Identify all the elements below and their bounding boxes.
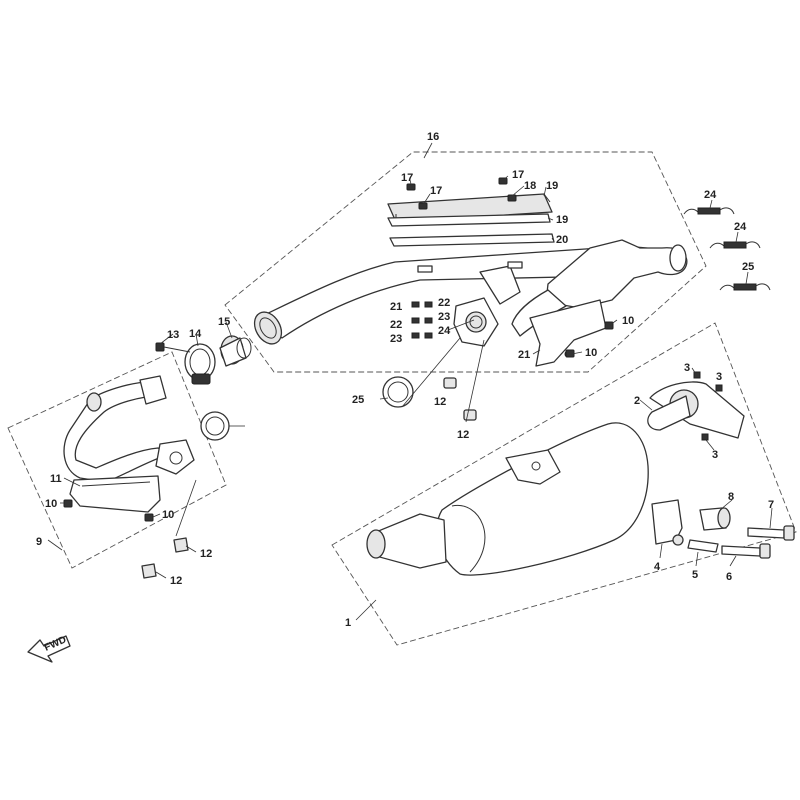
- callout-17: 17: [512, 169, 524, 181]
- leader-lines: [47, 142, 773, 621]
- callout-8: 8: [728, 491, 734, 503]
- end-cap-2: [647, 381, 745, 439]
- screw-3-icon: [701, 433, 709, 441]
- callout-17: 17: [430, 185, 442, 197]
- bolt-6-icon: [721, 543, 771, 559]
- clamp-14: [184, 343, 216, 385]
- callout-19: 19: [556, 214, 568, 226]
- callout-13: 13: [167, 329, 179, 341]
- callout-4: 4: [654, 561, 661, 573]
- heat-shield-19a: [387, 213, 551, 227]
- callout-18: 19: [546, 180, 558, 192]
- callout-24: 24: [734, 221, 747, 233]
- callout-10: 10: [45, 498, 57, 510]
- callout-20: 21: [518, 349, 530, 361]
- callout-21: 22: [438, 297, 450, 309]
- callout-6: 6: [726, 571, 732, 583]
- callout-9: 9: [36, 536, 42, 548]
- callout-12: 12: [457, 429, 469, 441]
- heat-shield-11: [69, 475, 161, 513]
- gasket-25: [382, 376, 414, 408]
- callout-7: 7: [768, 499, 774, 511]
- group-1-boundary: [331, 322, 797, 646]
- bracket-4: [651, 499, 684, 546]
- callout-17: 18: [524, 180, 536, 192]
- bushing-8: [699, 507, 731, 531]
- screw-3-icon: [715, 384, 723, 392]
- callout-19: 20: [556, 234, 568, 246]
- callout-10: 10: [585, 347, 597, 359]
- muffler-1: [366, 422, 649, 576]
- callout-3: 3: [712, 449, 718, 461]
- callout-15: 15: [218, 316, 230, 328]
- callout-22: 23: [438, 311, 450, 323]
- bolt-7-icon: [747, 525, 795, 541]
- callout-12: 12: [200, 548, 212, 560]
- callout-25: 25: [352, 394, 364, 406]
- callout-17: 17: [401, 172, 413, 184]
- callout-12: 12: [434, 396, 446, 408]
- sleeve-5: [687, 539, 719, 553]
- callout-12: 12: [170, 575, 182, 587]
- callout-10: 10: [162, 509, 174, 521]
- front-header-pipe-9: [63, 375, 195, 483]
- flange-gasket: [453, 297, 499, 347]
- sleeve-15: [219, 335, 252, 367]
- callout-5: 5: [692, 569, 698, 581]
- heat-shield-19b: [389, 233, 555, 247]
- callout-14: 14: [189, 328, 202, 340]
- callout-10: 10: [622, 315, 634, 327]
- callout-16: 16: [427, 131, 439, 143]
- nut-10-icon: [63, 499, 73, 508]
- header-pipe-assembly: [253, 239, 688, 345]
- callout-11: 11: [50, 473, 62, 485]
- callout-3: 3: [684, 362, 690, 374]
- callout-23: 23: [390, 333, 402, 345]
- nut-10-icon: [144, 513, 154, 522]
- callout-23: 24: [438, 325, 451, 337]
- group-9-boundary: [7, 351, 227, 569]
- callout-24: 25: [742, 261, 754, 273]
- callout-22: 22: [390, 319, 402, 331]
- callout-21: 21: [390, 301, 402, 313]
- gasket-25: [200, 411, 230, 441]
- callout-2: 2: [634, 395, 640, 407]
- nut-10-icon: [604, 321, 614, 330]
- group-16-boundary: [224, 151, 707, 373]
- screw-3-icon: [693, 371, 701, 379]
- nut-12-icon: [141, 377, 477, 579]
- bolt-13-icon: [155, 342, 191, 353]
- callout-1: 1: [345, 617, 351, 629]
- callout-labels: 1 2 3 3 3 4 5 6 7 8 9 10 10 10 10 11 12 …: [36, 131, 774, 629]
- callout-3: 3: [716, 371, 722, 383]
- spring-24-icon: [719, 283, 771, 291]
- washer-stack-21-22-23: [411, 301, 433, 339]
- spring-24-icon: [683, 207, 735, 215]
- spring-24-icon: [709, 241, 761, 249]
- fwd-arrow-icon: [27, 635, 71, 663]
- callout-24: 24: [704, 189, 717, 201]
